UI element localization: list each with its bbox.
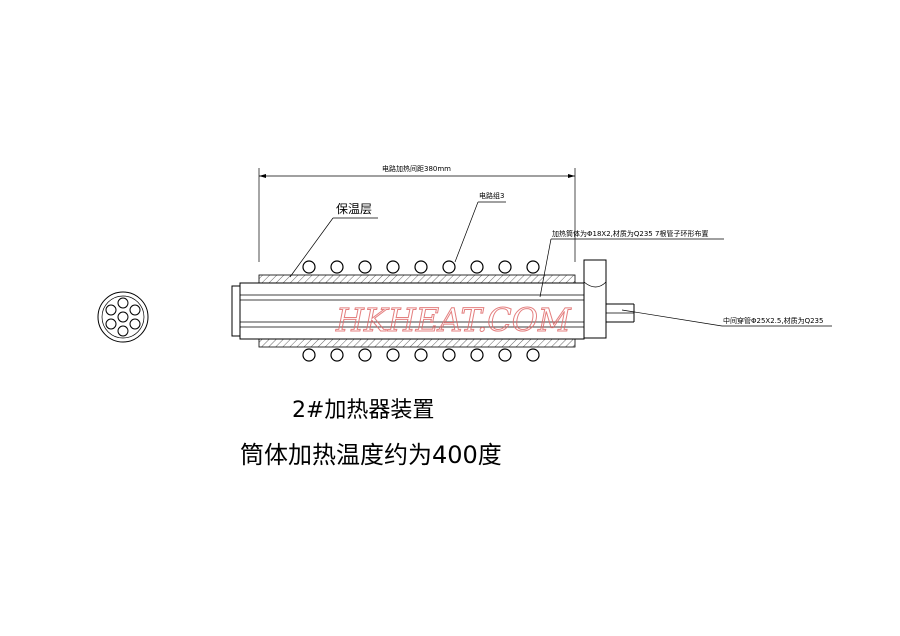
- middle-tube-label: 中间穿管Φ25X2.5,材质为Q235: [723, 316, 823, 325]
- insulation-layer-top: [258, 274, 576, 284]
- drawing-subtitle: 筒体加热温度约为400度: [240, 441, 502, 469]
- cross-section-outer-ring: [97, 291, 149, 343]
- leader-coil: 电路组3: [454, 191, 506, 263]
- cross-section-view: [97, 291, 149, 343]
- heating-tube-body: [231, 259, 607, 340]
- dimension-380mm: 电路加热间距380mm: [258, 164, 576, 262]
- drawing-title: 2#加热器装置: [292, 398, 435, 423]
- coil-turn: [470, 260, 484, 274]
- cross-section-tube: [129, 304, 141, 316]
- leader-middle-tube: 中间穿管Φ25X2.5,材质为Q235: [621, 309, 832, 327]
- cross-section-tube: [105, 318, 117, 330]
- middle-through-tube: [606, 303, 635, 323]
- cross-section-tube: [129, 318, 141, 330]
- cross-section-tube: [117, 325, 129, 337]
- coil-turn: [414, 260, 428, 274]
- leader-insulation: 保温层: [289, 202, 378, 278]
- coil-turn: [302, 260, 316, 274]
- cross-section-center-tube: [117, 311, 129, 323]
- insulation-label: 保温层: [336, 202, 372, 216]
- coil-turn: [414, 348, 428, 362]
- top-coil-row: [302, 260, 540, 274]
- coil-turn: [498, 348, 512, 362]
- coil-turn: [526, 260, 540, 274]
- coil-turn: [302, 348, 316, 362]
- right-end-fitting: [583, 259, 607, 339]
- bottom-coil-row: [302, 348, 540, 362]
- coil-turn: [330, 348, 344, 362]
- coil-turn: [470, 348, 484, 362]
- coil-turn: [442, 348, 456, 362]
- cross-section-tube: [105, 304, 117, 316]
- dimension-label: 电路加热间距380mm: [382, 164, 451, 173]
- left-end-flange: [231, 285, 241, 337]
- coil-turn: [386, 260, 400, 274]
- watermark: HKHEAT.COM: [335, 301, 572, 339]
- leader-heating-tube: 加热筒体为Φ18X2,材质为Q235 7根管子环形布置: [539, 229, 724, 298]
- coil-turn: [330, 260, 344, 274]
- cross-section-tube: [117, 297, 129, 309]
- cross-section-inner-ring: [101, 295, 145, 339]
- coil-turn: [358, 260, 372, 274]
- coil-turn: [442, 260, 456, 274]
- coil-turn: [386, 348, 400, 362]
- coil-turn: [358, 348, 372, 362]
- heating-tube-label: 加热筒体为Φ18X2,材质为Q235 7根管子环形布置: [552, 229, 708, 238]
- coil-turn: [526, 348, 540, 362]
- coil-label: 电路组3: [479, 191, 504, 200]
- coil-turn: [498, 260, 512, 274]
- insulation-layer-bottom: [258, 338, 576, 348]
